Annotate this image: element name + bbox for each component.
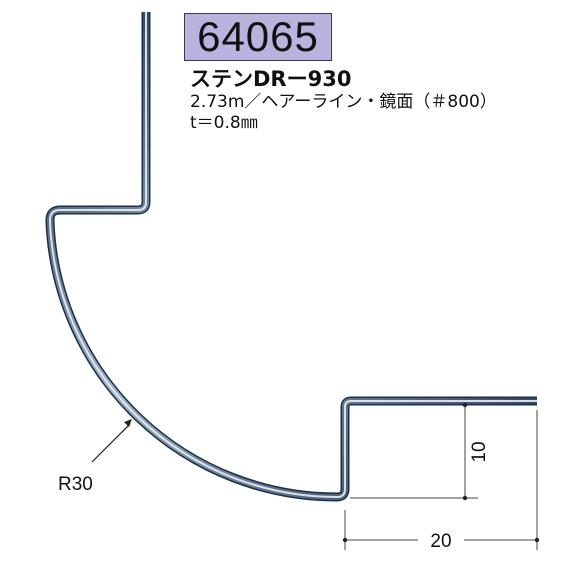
product-name: ステンDRー930 bbox=[190, 67, 352, 91]
product-code-box: 64065 bbox=[184, 13, 332, 61]
product-code: 64065 bbox=[197, 13, 319, 60]
radius-leader bbox=[91, 419, 132, 463]
width-dimension bbox=[342, 410, 540, 550]
width-label: 20 bbox=[430, 531, 451, 552]
product-thickness: t＝0.8㎜ bbox=[190, 113, 258, 133]
radius-label: R30 bbox=[58, 474, 93, 495]
profile-shape bbox=[45, 12, 537, 502]
height-label: 10 bbox=[469, 441, 490, 462]
height-dimension bbox=[350, 402, 478, 501]
product-spec: 2.73m／ヘアーライン・鏡面（＃800） bbox=[190, 92, 497, 112]
product-info: ステンDRー930 2.73m／ヘアーライン・鏡面（＃800） t＝0.8㎜ bbox=[190, 66, 497, 134]
